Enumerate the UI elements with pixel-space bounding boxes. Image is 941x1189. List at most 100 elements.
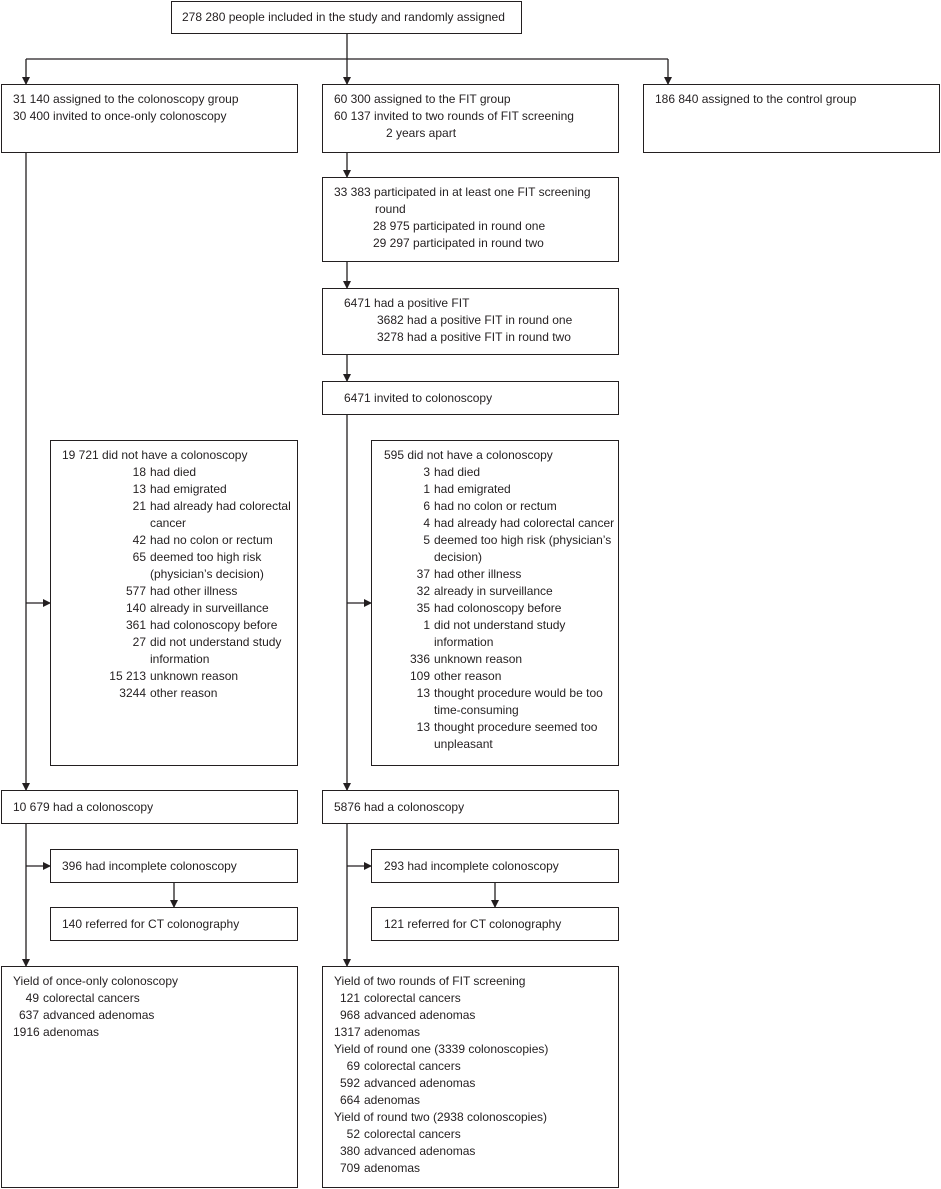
fit-yield-round2-row: 52 colorectal cancers (334, 1126, 608, 1143)
fit-exclusion-count: 13 (416, 720, 430, 734)
fit-yield-box: Yield of two rounds of FIT screening 121… (322, 966, 619, 1188)
fit-yield-round2-count: 709 (339, 1161, 360, 1175)
colonoscopy-exclusion-count: 577 (125, 584, 146, 598)
colonoscopy-exclusion-label: deemed too high risk (150, 550, 262, 564)
fit-exclusion-count: 1 (423, 618, 430, 632)
fit-invited-colonoscopy: 6471 invited to colonoscopy (344, 391, 493, 405)
fit-had: 5876 had a colonoscopy (334, 800, 465, 814)
fit-exclusion-count: 3 (423, 465, 430, 479)
fit-exclusion-label: deemed too high risk (physician’s (434, 533, 612, 547)
fit-exclusions-header: 595 did not have a colonoscopy (384, 448, 553, 462)
colonoscopy-had-box: 10 679 had a colonoscopy (1, 790, 298, 824)
colonoscopy-exclusion-count: 18 (132, 465, 146, 479)
fit-yield-round2-label: adenomas (364, 1161, 421, 1175)
fit-exclusion-row: 1 did not understand study (384, 617, 608, 634)
fit-invited-cont: 2 years apart (386, 126, 457, 140)
colonoscopy-exclusion-count: 15 213 (109, 669, 146, 683)
colonoscopy-exclusion-label: had already had colorectal (150, 499, 291, 513)
colonoscopy-yield-label: colorectal cancers (43, 991, 140, 1005)
colonoscopy-exclusion-label: already in surveillance (150, 601, 269, 615)
fit-yield-label: advanced adenomas (364, 1008, 476, 1022)
colonoscopy-exclusion-count: 21 (132, 499, 146, 513)
fit-exclusion-label: already in surveillance (434, 584, 553, 598)
fit-participation-box: 33 383 participated in at least one FIT … (322, 177, 619, 262)
colonoscopy-exclusion-count: 27 (132, 635, 146, 649)
colonoscopy-invited: 30 400 invited to once-only colonoscopy (13, 109, 227, 123)
fit-exclusion-count: 35 (416, 601, 430, 615)
randomization-box: 278 280 people included in the study and… (171, 1, 522, 34)
fit-yield-round2-label: advanced adenomas (364, 1144, 476, 1158)
fit-yield-round1-label: colorectal cancers (364, 1059, 461, 1073)
colonoscopy-exclusion-count: 3244 (119, 686, 146, 700)
colonoscopy-exclusion-count: 65 (132, 550, 146, 564)
fit-exclusion-label: had died (434, 465, 481, 479)
fit-yield-round2-label: colorectal cancers (364, 1127, 461, 1141)
colonoscopy-yield-list: 49 colorectal cancers 637 advanced adenomas… (13, 990, 287, 1041)
fit-yield-count: 1317 (334, 1025, 361, 1039)
colonoscopy-had: 10 679 had a colonoscopy (13, 800, 154, 814)
colonoscopy-exclusion-count: 13 (132, 482, 146, 496)
fit-exclusion-count: 37 (416, 567, 430, 581)
colonoscopy-exclusion-row: cancer (62, 515, 287, 532)
colonoscopy-yield-row: 637 advanced adenomas (13, 1007, 287, 1024)
fit-participated-cont: round (375, 202, 406, 216)
fit-exclusion-label: did not understand study (434, 618, 566, 632)
colonoscopy-exclusion-count: 140 (125, 601, 146, 615)
colonoscopy-exclusion-row: 140 already in surveillance (62, 600, 287, 617)
colonoscopy-exclusion-label: cancer (150, 516, 187, 530)
fit-positive-r2: 3278 had a positive FIT in round two (377, 330, 571, 344)
colonoscopy-exclusion-row: 21 had already had colorectal (62, 498, 291, 515)
fit-exclusion-row: time-consuming (384, 702, 608, 719)
fit-exclusion-row: unpleasant (384, 736, 608, 753)
fit-yield-round2-count: 52 (346, 1127, 360, 1141)
colonoscopy-yield-label: advanced adenomas (43, 1008, 155, 1022)
colonoscopy-yield-label: adenomas (43, 1025, 100, 1039)
control-group-box: 186 840 assigned to the control group (643, 84, 940, 153)
fit-ct: 121 referred for CT colonography (384, 917, 562, 931)
fit-exclusion-label: unpleasant (434, 737, 493, 751)
colonoscopy-exclusions-header: 19 721 did not have a colonoscopy (62, 448, 248, 462)
colonoscopy-exclusion-row: (physician’s decision) (62, 566, 287, 583)
fit-exclusion-count: 32 (416, 584, 430, 598)
colonoscopy-yield-count: 49 (25, 991, 39, 1005)
fit-exclusion-label: had emigrated (434, 482, 511, 496)
fit-incomplete-box: 293 had incomplete colonoscopy (371, 849, 619, 883)
colonoscopy-exclusion-label: information (150, 652, 210, 666)
colonoscopy-incomplete: 396 had incomplete colonoscopy (62, 859, 237, 873)
control-assigned: 186 840 assigned to the control group (655, 92, 857, 106)
fit-yield-round2-row: 709 adenomas (334, 1160, 608, 1177)
fit-yield-label: adenomas (364, 1025, 421, 1039)
fit-yield-round1-count: 592 (339, 1076, 360, 1090)
colonoscopy-exclusion-count: 42 (132, 533, 146, 547)
fit-positive-r1: 3682 had a positive FIT in round one (377, 313, 573, 327)
fit-exclusion-label: had no colon or rectum (434, 499, 557, 513)
colonoscopy-yield-count: 637 (18, 1008, 39, 1022)
fit-invited: 60 137 invited to two rounds of FIT scre… (334, 109, 574, 123)
colonoscopy-yield-count: 1916 (13, 1025, 40, 1039)
fit-exclusion-row: decision) (384, 549, 608, 566)
fit-group-box: 60 300 assigned to the FIT group 60 137 … (322, 84, 619, 153)
fit-exclusion-label: had colonoscopy before (434, 601, 562, 615)
fit-yield-round2-title: Yield of round two (2938 colonoscopies) (334, 1110, 548, 1124)
fit-yield-title: Yield of two rounds of FIT screening (334, 974, 526, 988)
colonoscopy-ct-box: 140 referred for CT colonography (50, 907, 298, 941)
